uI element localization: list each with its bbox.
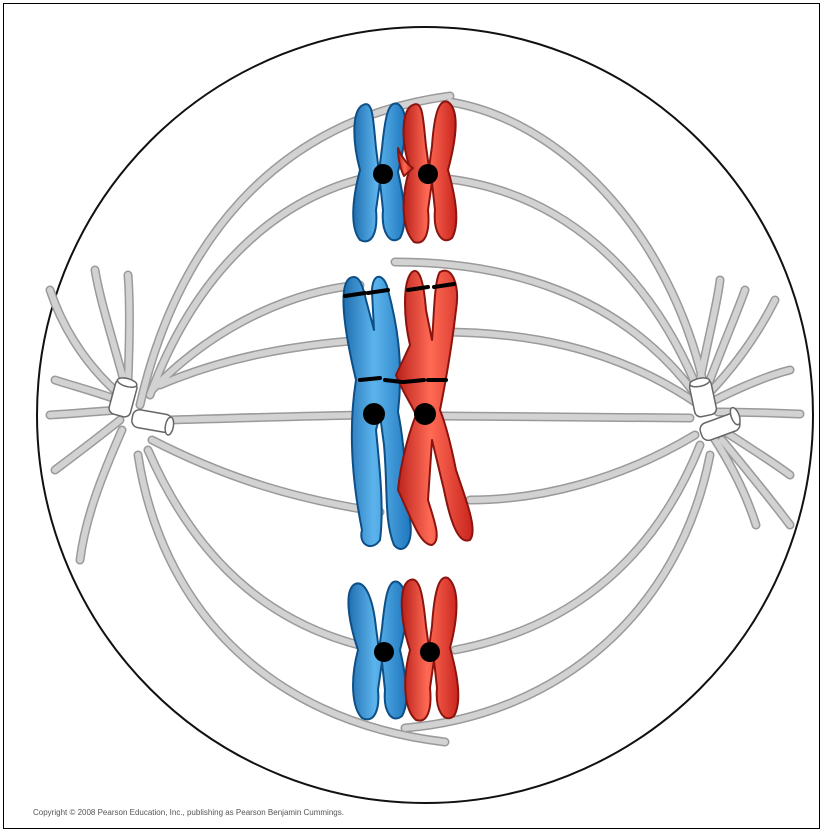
middle-centromere-maternal xyxy=(363,403,385,425)
bottom-centromere-maternal xyxy=(374,642,394,662)
middle-centromere-paternal xyxy=(414,403,436,425)
bottom-centromere-paternal xyxy=(420,642,440,662)
copyright-notice: Copyright © 2008 Pearson Education, Inc.… xyxy=(33,808,344,817)
top-centromere-paternal xyxy=(418,164,438,184)
top-tetrad xyxy=(353,101,456,242)
top-centromere-maternal xyxy=(373,164,393,184)
